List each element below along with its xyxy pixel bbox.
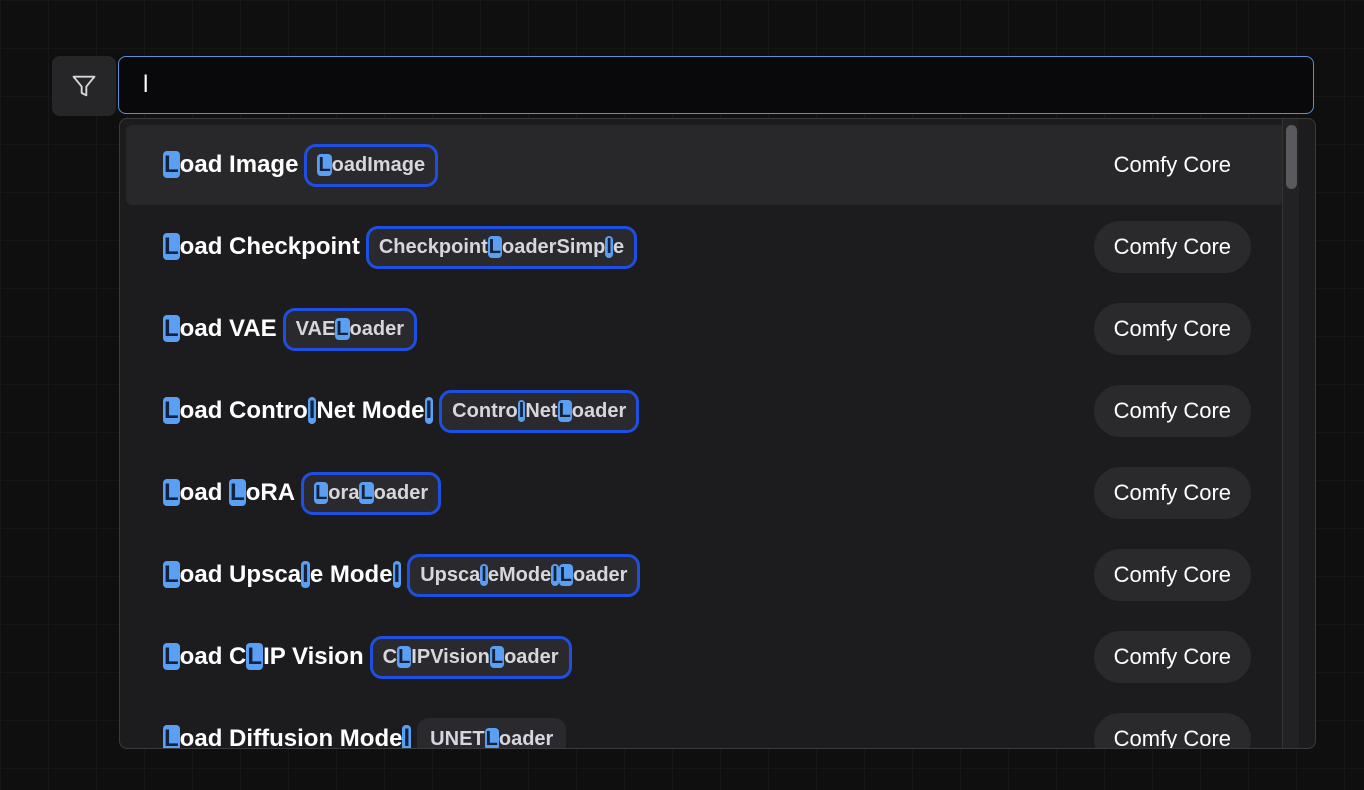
category-badge: Comfy Core bbox=[1093, 549, 1251, 601]
match-highlight: L bbox=[163, 315, 180, 342]
match-highlight: l bbox=[424, 397, 434, 424]
category-badge: Comfy Core bbox=[1093, 631, 1251, 683]
node-display-name: Load VAE bbox=[163, 315, 277, 342]
match-highlight: L bbox=[163, 233, 180, 260]
match-highlight: L bbox=[163, 151, 180, 178]
match-highlight: l bbox=[402, 725, 412, 748]
node-class-badge: CLIPVisionLoader bbox=[369, 635, 572, 679]
node-display-name: Load Diffusion Model bbox=[163, 725, 412, 748]
match-highlight: L bbox=[246, 643, 264, 670]
match-highlight: l bbox=[392, 561, 402, 588]
match-highlight: l bbox=[517, 399, 526, 422]
match-highlight: L bbox=[558, 563, 573, 586]
match-highlight: L bbox=[317, 153, 332, 176]
match-highlight: L bbox=[484, 727, 499, 749]
match-highlight: L bbox=[489, 645, 505, 668]
node-class-badge: ControlNetLoader bbox=[439, 389, 640, 433]
match-highlight: L bbox=[163, 561, 180, 588]
node-display-name: Load LoRA bbox=[163, 479, 296, 506]
node-class-badge: CheckpointLoaderSimple bbox=[365, 225, 638, 269]
node-class-badge: LoraLoader bbox=[301, 471, 442, 515]
match-highlight: l bbox=[307, 397, 317, 424]
match-highlight: L bbox=[397, 645, 412, 668]
match-highlight: L bbox=[487, 235, 502, 258]
filter-button[interactable] bbox=[52, 56, 116, 116]
match-highlight: L bbox=[163, 397, 180, 424]
node-class-badge: UNETLoader bbox=[417, 717, 567, 749]
match-highlight: L bbox=[163, 479, 180, 506]
node-display-name: Load Upscale Model bbox=[163, 561, 402, 588]
category-badge: Comfy Core bbox=[1093, 385, 1251, 437]
node-display-name: Load Checkpoint bbox=[163, 233, 360, 260]
match-highlight: L bbox=[163, 725, 180, 748]
match-highlight: l bbox=[301, 561, 310, 588]
node-class-badge: LoadImage bbox=[304, 143, 439, 187]
category-badge: Comfy Core bbox=[1093, 221, 1251, 273]
match-highlight: L bbox=[229, 479, 246, 506]
search-input[interactable] bbox=[141, 70, 1313, 100]
match-highlight: L bbox=[314, 481, 329, 504]
node-display-name: Load ControlNet Model bbox=[163, 397, 434, 424]
match-highlight: L bbox=[335, 317, 350, 340]
match-highlight: L bbox=[557, 399, 572, 422]
node-display-name: Load CLIP Vision bbox=[163, 643, 364, 670]
match-highlight: l bbox=[480, 563, 488, 586]
node-display-name: Load Image bbox=[163, 151, 299, 178]
filter-icon bbox=[72, 75, 96, 97]
category-badge: Comfy Core bbox=[1093, 303, 1251, 355]
scrollbar-thumb[interactable] bbox=[1286, 125, 1297, 189]
search-box[interactable] bbox=[118, 56, 1314, 114]
category-badge: Comfy Core bbox=[1093, 713, 1251, 748]
category-badge: Comfy Core bbox=[1113, 152, 1231, 177]
category-badge: Comfy Core bbox=[1093, 467, 1251, 519]
scrollbar[interactable] bbox=[1282, 119, 1299, 748]
match-highlight: L bbox=[359, 481, 374, 504]
node-class-badge: VAELoader bbox=[282, 307, 417, 351]
match-highlight: l bbox=[551, 563, 559, 586]
match-highlight: L bbox=[163, 643, 180, 670]
match-highlight: l bbox=[605, 235, 613, 258]
